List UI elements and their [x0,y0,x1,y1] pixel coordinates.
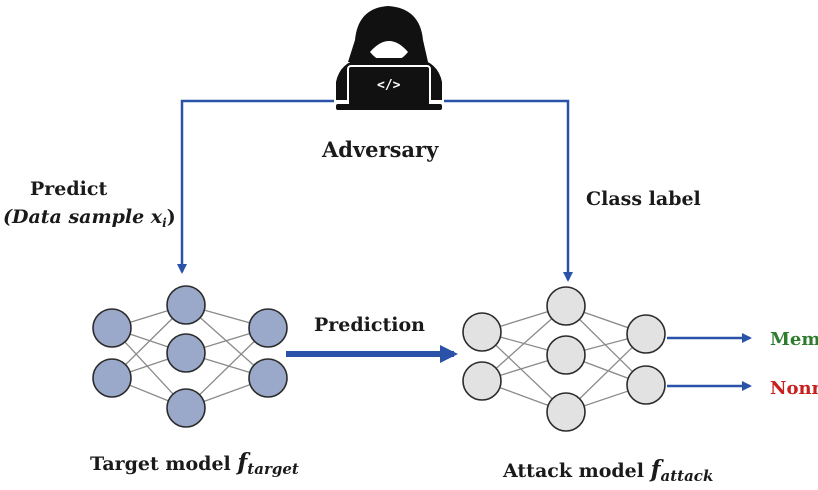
target-node-layer-2 [248,358,288,398]
attack-node-layer-2 [626,365,666,405]
target-node-layer-0 [92,358,132,398]
prediction-label: Prediction [314,314,425,336]
predict-label: Predict [30,178,108,200]
attack-model-label: Attack model fattack [503,458,713,484]
predict-sample-close: ) [166,206,176,228]
attack-network-nodes [462,286,666,432]
target-model-text: Target model [90,453,238,475]
target-network-nodes [92,285,288,428]
target-model-subscript: target [247,460,299,478]
attack-model-text: Attack model [503,460,651,482]
target-node-layer-1 [166,333,206,373]
predict-sample-subscript: i [162,216,167,230]
predict-arrow [177,99,334,274]
target-node-layer-2 [248,308,288,348]
attack-node-layer-0 [462,312,502,352]
target-node-layer-1 [166,388,206,428]
target-model-symbol: f [237,449,248,476]
attack-model-symbol: f [650,456,661,483]
attack-model-subscript: attack [660,467,714,485]
hacker-icon [336,6,442,110]
adversary-label: Adversary [322,137,439,162]
attack-node-layer-1 [546,335,586,375]
attack-node-layer-1 [546,392,586,432]
attack-model-network [462,286,666,432]
nonmember-output-label: Nonn [770,378,818,399]
attack-node-layer-2 [626,314,666,354]
laptop-code-label: </> [377,78,401,93]
class-label-arrow [444,99,573,282]
target-node-layer-0 [92,308,132,348]
predict-data-sample-label: (Data sample xi) [3,206,176,230]
target-model-label: Target model ftarget [90,451,299,477]
member-output-label: Mem [770,329,818,350]
class-label: Class label [586,188,701,210]
attack-node-layer-1 [546,286,586,326]
attack-node-layer-0 [462,361,502,401]
target-node-layer-1 [166,285,206,325]
predict-sample-text: (Data sample x [3,206,163,228]
target-model-network [92,285,288,428]
